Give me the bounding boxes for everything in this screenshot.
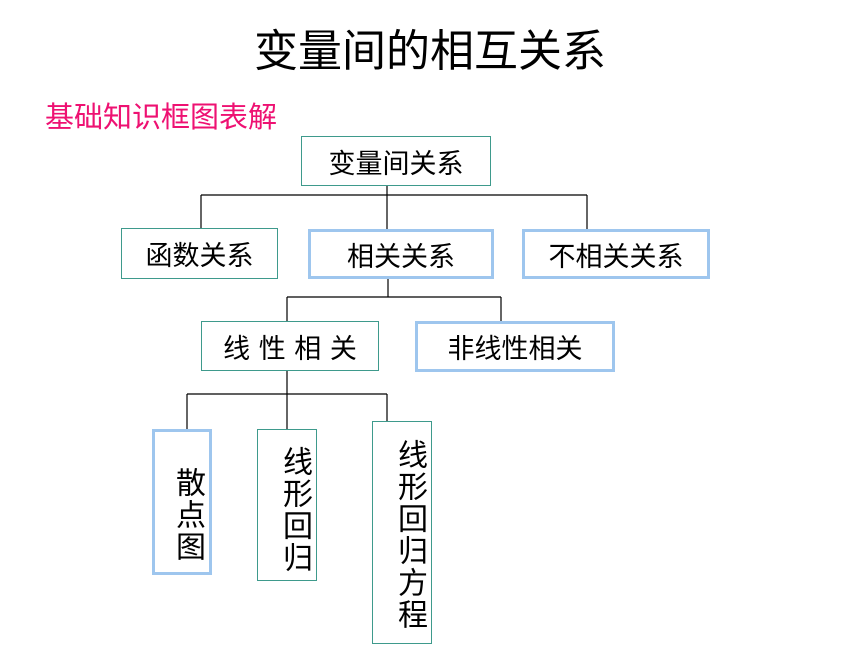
node-label: 非线性相关 — [447, 334, 583, 365]
subtitle: 基础知识框图表解 — [45, 100, 278, 134]
node-function-relation: 函数关系 — [121, 228, 278, 279]
node-label: 线形回归方程 — [392, 438, 427, 631]
node-label: 线 性 相 关 — [223, 333, 357, 365]
node-correlation: 相关关系 — [308, 229, 494, 279]
node-label: 线形回归 — [277, 446, 312, 574]
node-nonlinear-correlation: 非线性相关 — [415, 321, 615, 372]
node-linear-correlation: 线 性 相 关 — [201, 321, 379, 371]
page-title: 变量间的相互关系 — [254, 26, 606, 77]
node-regression-equation: 线形回归方程 — [372, 421, 432, 644]
node-label: 变量间关系 — [328, 148, 464, 180]
node-scatter-plot: 散点图 — [152, 429, 212, 575]
node-label: 相关关系 — [347, 241, 455, 273]
node-uncorrelated: 不相关关系 — [522, 229, 710, 279]
node-variable-relations: 变量间关系 — [301, 136, 491, 186]
node-label: 函数关系 — [145, 241, 254, 272]
node-label: 不相关关系 — [548, 241, 684, 273]
node-linear-regression: 线形回归 — [257, 429, 317, 581]
node-label: 散点图 — [170, 467, 205, 563]
